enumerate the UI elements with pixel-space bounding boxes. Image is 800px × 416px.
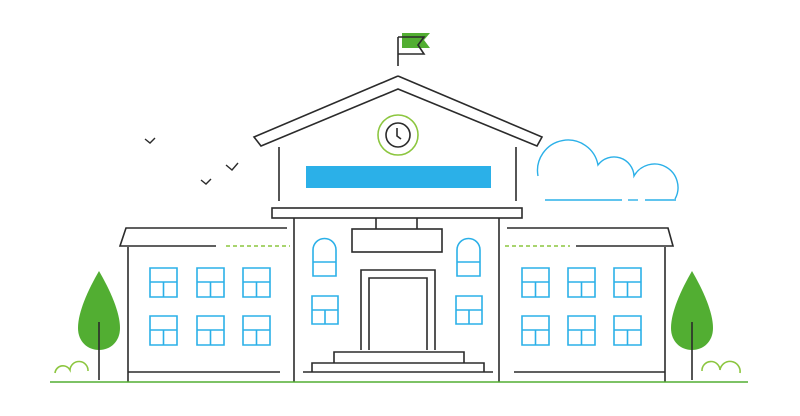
tree-icon [78, 271, 120, 380]
door [360, 269, 436, 350]
window [567, 315, 596, 346]
window [613, 315, 642, 346]
entrance-sign [351, 228, 443, 253]
window [149, 267, 178, 298]
right-wing [505, 227, 675, 382]
flag-icon [397, 33, 430, 66]
window [521, 267, 550, 298]
window [196, 267, 225, 298]
tree-icon [671, 271, 713, 380]
cornice [271, 207, 523, 219]
bush-icon [54, 360, 741, 374]
cloud-icon [536, 139, 679, 201]
window [242, 267, 271, 298]
window [567, 267, 596, 298]
wing-windows [149, 267, 642, 346]
window [242, 315, 271, 346]
roof [252, 75, 544, 148]
clock-icon [377, 114, 419, 156]
name-banner [306, 166, 491, 188]
arched-windows [311, 237, 483, 325]
bird-icon [144, 137, 239, 185]
window [196, 315, 225, 346]
steps [303, 351, 493, 373]
window [521, 315, 550, 346]
left-wing [118, 227, 290, 382]
window [149, 315, 178, 346]
window [613, 267, 642, 298]
